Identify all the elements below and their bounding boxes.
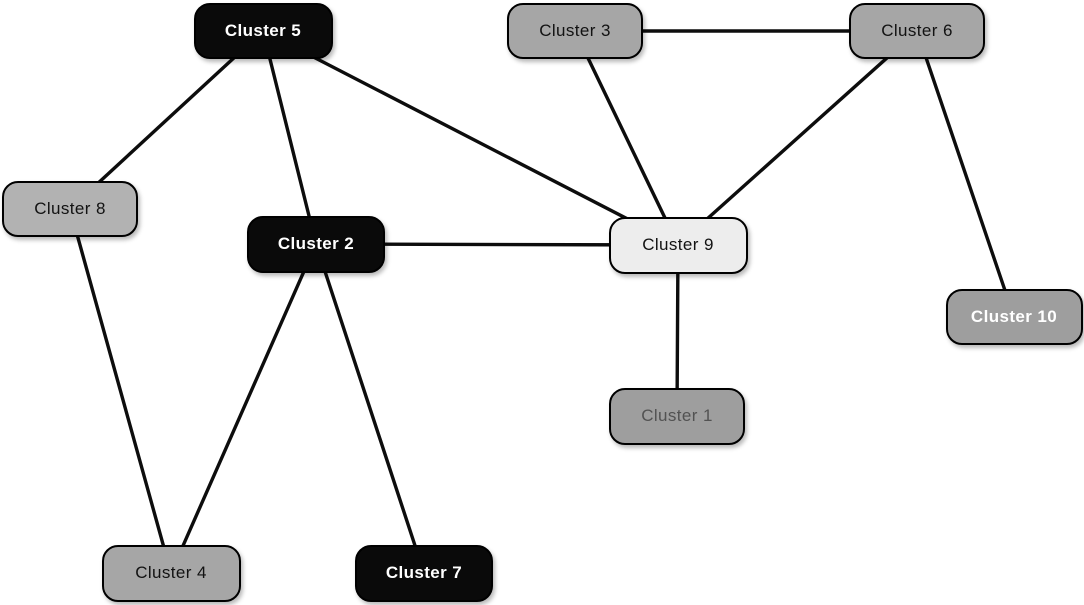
node-cluster7[interactable]: Cluster 7 [355, 544, 493, 602]
edge-cluster5-cluster9 [261, 29, 680, 247]
node-cluster10[interactable]: Cluster 10 [945, 289, 1083, 345]
node-cluster1[interactable]: Cluster 1 [609, 387, 745, 445]
node-label: Cluster 4 [135, 563, 207, 582]
edge-cluster5-cluster2 [261, 29, 318, 246]
edge-cluster5-cluster8 [68, 29, 265, 211]
node-cluster6[interactable]: Cluster 6 [849, 3, 985, 59]
edge-cluster2-cluster7 [314, 242, 426, 575]
node-label: Cluster 10 [970, 307, 1058, 326]
node-label: Cluster 9 [642, 235, 714, 254]
edge-cluster6-cluster9 [676, 29, 919, 247]
node-cluster3[interactable]: Cluster 3 [507, 3, 643, 59]
node-cluster2[interactable]: Cluster 2 [247, 215, 385, 273]
node-label: Cluster 8 [34, 199, 106, 218]
node-label: Cluster 1 [641, 406, 713, 425]
edge-cluster6-cluster10 [915, 29, 1016, 319]
node-label: Cluster 7 [385, 563, 463, 582]
edge-cluster8-cluster4 [68, 207, 173, 575]
node-cluster4[interactable]: Cluster 4 [101, 544, 241, 602]
node-label: Cluster 6 [881, 21, 953, 40]
node-label: Cluster 3 [539, 21, 611, 40]
edge-cluster3-cluster9 [573, 29, 680, 247]
node-label: Cluster 5 [224, 21, 302, 40]
node-label: Cluster 2 [277, 234, 355, 253]
node-cluster8[interactable]: Cluster 8 [2, 181, 138, 237]
node-cluster9[interactable]: Cluster 9 [608, 216, 748, 274]
edge-cluster2-cluster4 [169, 242, 318, 575]
node-cluster5[interactable]: Cluster 5 [193, 3, 333, 59]
